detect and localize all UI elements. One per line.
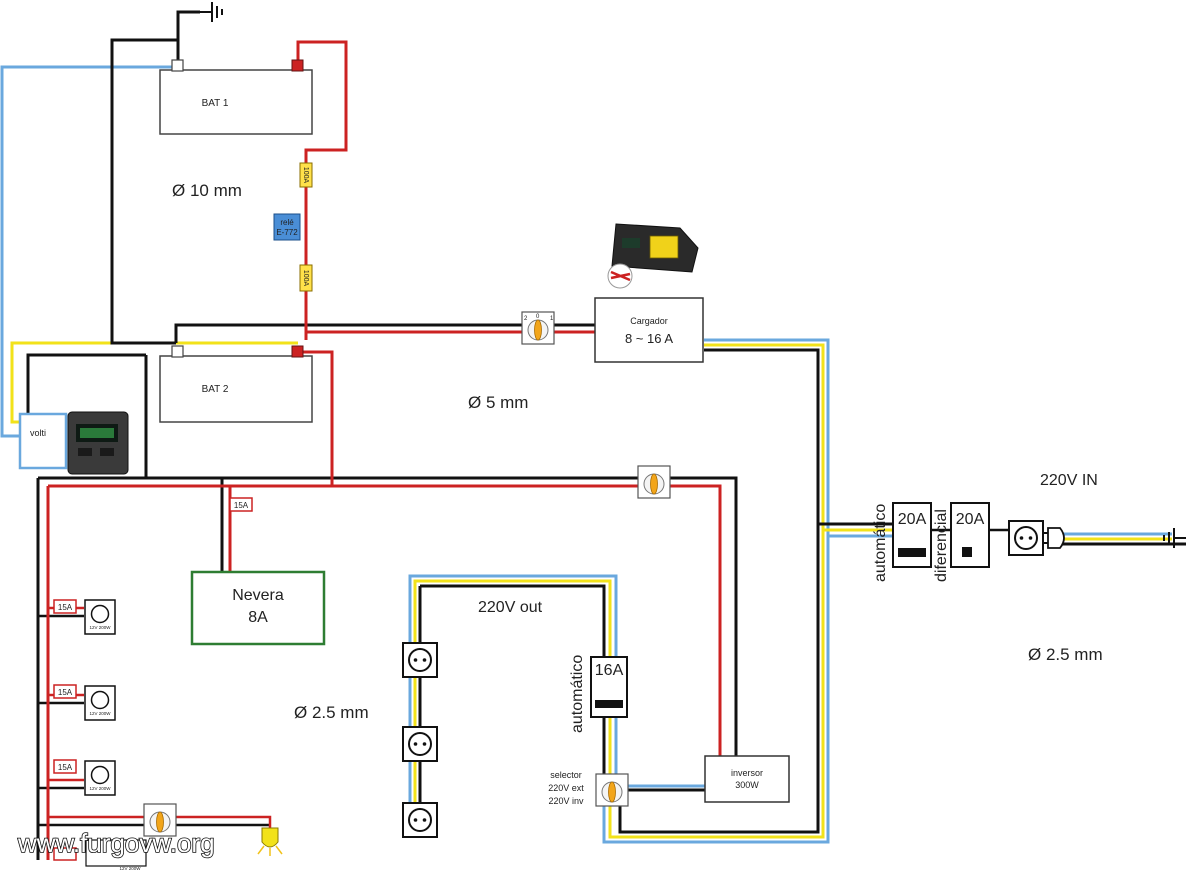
fuse-15a-outlet-2: 15A [53,684,77,699]
battery-1-label: BAT 1 [202,98,229,109]
negative-left-bus [36,476,146,860]
fuse-15a-fridge-label: 15A [234,501,249,510]
outlet-12v-2: 12V 200W [84,685,116,721]
battery-2-label: BAT 2 [202,384,229,395]
fridge: Nevera 8A [190,570,326,646]
ground-wire-top [176,10,200,60]
selector-line-1: selector [550,770,582,780]
battery-1-negative-terminal [171,59,184,72]
fuse-15a-outlet-3: 15A [53,759,77,774]
differential-20a-type: diferencial [933,509,950,582]
ac-socket-in [1008,520,1044,556]
battery-2-positive-terminal [291,345,304,358]
outlet-12v-3: 12V 200W [84,760,116,796]
voltmeter: volti [18,412,68,470]
fuse-lamp [53,847,77,861]
positive-bat2 [298,350,334,486]
battery-2: BAT 2 [159,345,313,423]
negative-bat2-charger [174,323,596,343]
differential-20a-rating: 20A [956,511,985,528]
ac-socket-out-2 [402,726,438,762]
blue-wire-bat1 [0,65,178,438]
charger: Cargador 8 ~ 16 A [594,297,704,363]
wire-size-2-5mm-left: Ø 2.5 mm [294,703,369,722]
fuse-100a-lower-label: 100A [302,270,309,287]
fridge-current: 8A [248,609,268,626]
switch-mark-right: 1 [550,316,554,322]
negative-volti [26,353,146,436]
ac-charger-black [618,348,820,834]
ac-charger-blue [602,338,830,844]
selector-line-3: 220V inv [548,796,584,806]
fuse-100a-upper: 100A [299,162,313,188]
fuse-15a-outlet-1-label: 15A [58,603,73,612]
outlet-12v-3-label: 12V 200W [89,786,111,791]
breaker-16a: 16A automático [569,655,628,733]
fuse-100a-upper-label: 100A [302,167,309,184]
selector-label: selector 220V ext 220V inv [548,770,584,806]
breaker-16a-type: automático [569,655,586,733]
charger-title: Cargador [630,316,668,326]
wire-size-10mm: Ø 10 mm [172,181,242,200]
inverter-title: inversor [731,768,763,778]
negative-main-vertical [110,38,178,345]
positive-bus [48,484,722,762]
breaker-20a: 20A automático [872,502,932,582]
fuse-15a-outlet-3-label: 15A [58,763,73,772]
rotary-switch-bus [637,465,671,499]
relay-label-2: E-772 [276,228,298,237]
outlet-12v-4-label: 12V 200W [119,866,141,871]
selector-line-2: 220V ext [548,783,584,793]
battery-1-positive-terminal [291,59,304,72]
outlet-12v-2-label: 12V 200W [89,711,111,716]
inverter-power: 300W [735,780,759,790]
outlet-12v-1-label: 12V 200W [89,625,111,630]
watermark: www.furgovw.org [17,828,215,858]
outlet-12v-1: 12V 200W [84,599,116,635]
fuse-15a-outlet-1: 15A [53,599,77,614]
breaker-16a-rating: 16A [595,662,624,679]
differential-20a: 20A diferencial [933,502,990,582]
inverter: inversor 300W [704,755,790,803]
ac-socket-out-3 [402,802,438,838]
fuse-100a-lower: 100A [299,264,313,292]
rotary-switch-selector [595,773,629,807]
ac-out-title: 220V out [478,599,543,616]
relay-label-1: relé [280,218,294,227]
charger-photo [607,223,699,289]
plug-icon [1042,527,1065,549]
ground-icon [199,1,223,23]
battery-1: BAT 1 [159,59,313,135]
voltmeter-photo [67,411,129,475]
fuse-15a-outlet-2-label: 15A [58,688,73,697]
battery-2-negative-terminal [171,345,184,358]
fuse-15a-fridge: 15A [229,497,253,512]
charger-range: 8 ~ 16 A [625,331,673,346]
outlet-12v-4: 12V 200W [85,839,147,871]
fridge-name: Nevera [232,587,284,604]
relay-e772: relé E-772 [273,213,301,241]
lamp-icon [257,827,283,856]
breaker-20a-rating: 20A [898,511,927,528]
wires [0,10,1186,860]
wire-size-2-5mm-right: Ø 2.5 mm [1028,645,1103,664]
positive-lamp [48,815,272,828]
switch-mark-zero: 0 [536,314,540,320]
ac-socket-out-1 [402,642,438,678]
voltmeter-label: volti [30,428,46,438]
ac-charger-yellow [608,343,825,839]
ac-in-title: 220V IN [1040,472,1098,489]
switch-mark-left: 2 [524,316,528,322]
breaker-20a-type: automático [872,504,889,582]
wire-size-5mm: Ø 5 mm [468,393,528,412]
